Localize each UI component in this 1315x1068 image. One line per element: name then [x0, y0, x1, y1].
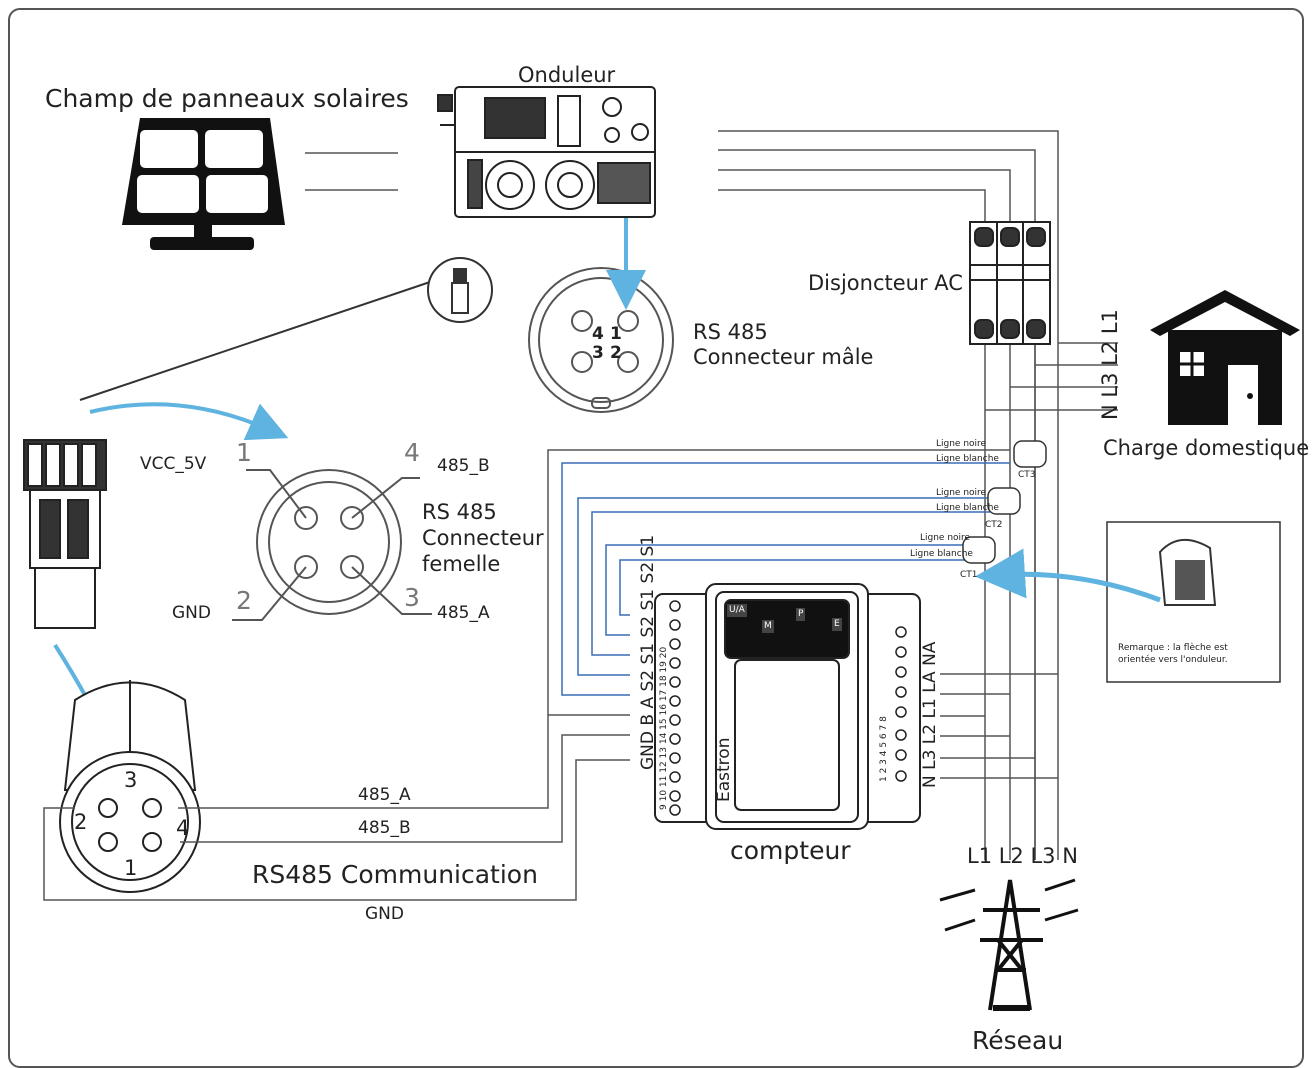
rs485-female-label-1: RS 485: [422, 500, 497, 524]
meter-left-terminal-labels: GND B A S2 S1 S2 S1 S2 S1: [638, 534, 658, 770]
meter-brand: Eastron: [714, 737, 734, 802]
meter-label: compteur: [730, 836, 851, 865]
house-cables: [985, 342, 1118, 411]
ct3-name: CT3: [1018, 470, 1036, 480]
ct-signal-wires: [561, 462, 1010, 696]
ct1-line2: Ligne blanche: [910, 549, 973, 559]
wire-gnd-label: GND: [365, 904, 404, 924]
rs485-male-label-2: Connecteur mâle: [693, 345, 874, 369]
pv-cables: [305, 152, 398, 191]
solar-field-label: Champ de panneaux solaires: [45, 84, 409, 113]
meter-terminals-left: [669, 600, 681, 816]
female-pin-1-number: 1: [236, 438, 252, 467]
meter-left-terminal-numbers: 9 10 11 12 13 14 15 16 17 18 19 20: [659, 646, 669, 810]
female-pin-2-signal: GND: [172, 603, 211, 623]
male-pin-1: 1: [610, 324, 622, 344]
ct1-line1: Ligne noire: [920, 533, 971, 543]
grid-line-labels: L1 L2 L3 N: [967, 844, 1078, 868]
note-box: [1106, 521, 1281, 683]
meter-button-e[interactable]: E: [832, 618, 842, 631]
rs485-female-connector: [232, 469, 432, 621]
rs485-male-label-1: RS 485: [693, 320, 768, 344]
solar-panel-icon: [122, 118, 285, 250]
note-line-1: Remarque : la flèche est: [1118, 643, 1228, 653]
meter-button-ua[interactable]: U/A: [727, 604, 747, 617]
house-line-labels: N L3 L2 L1: [1098, 309, 1122, 420]
ac-cables: [718, 130, 1059, 860]
male-pin-4: 4: [592, 324, 604, 344]
house-icon: [1150, 290, 1300, 425]
plug-pin-4: 4: [176, 816, 190, 840]
arrow-ct-direction: [975, 548, 1161, 603]
meter-right-terminal-numbers: 1 2 3 4 5 6 7 8: [879, 716, 889, 782]
rs485-female-label-2: Connecteur: [422, 526, 544, 550]
meter-right-terminal-labels: N L3 L2 L1 LA NA: [920, 641, 940, 788]
plug-pin-2: 2: [74, 810, 88, 834]
female-pin-4-number: 4: [404, 438, 420, 467]
female-pin-3-signal: 485_A: [437, 603, 490, 623]
meter-voltage-wires: [940, 673, 1058, 779]
household-load-label: Charge domestique: [1103, 436, 1310, 460]
male-pin-2: 2: [610, 343, 622, 363]
female-pin-1-signal: VCC_5V: [140, 454, 207, 474]
power-pylon-icon: [939, 878, 1079, 1011]
grid-label: Réseau: [972, 1026, 1064, 1055]
communication-wires: [43, 449, 1010, 901]
wire-485a-label: 485_A: [358, 785, 411, 805]
arrow-to-female: [89, 402, 289, 441]
rs485-male-connector: [528, 267, 674, 413]
female-pin-3-number: 3: [404, 583, 420, 612]
ct2-line1: Ligne noire: [936, 488, 987, 498]
plug-icon: [427, 257, 493, 323]
note-line-2: orientée vers l'onduleur.: [1118, 655, 1228, 665]
meter-terminals-right: [895, 626, 907, 782]
ac-breaker-icon: [969, 221, 1051, 345]
inverter-icon: [437, 86, 656, 218]
cable-to-plug: [79, 281, 431, 401]
ct1-name: CT1: [960, 570, 978, 580]
female-pin-4-signal: 485_B: [437, 456, 490, 476]
meter-button-p[interactable]: P: [796, 608, 806, 621]
field-connector-icon: [23, 439, 107, 629]
communication-plug-icon: [59, 680, 201, 893]
ac-breaker-label: Disjoncteur AC: [808, 271, 963, 295]
ct3-line1: Ligne noire: [936, 439, 987, 449]
female-pin-2-number: 2: [236, 586, 252, 615]
rs485-female-label-3: femelle: [422, 552, 501, 576]
ct2-line2: Ligne blanche: [936, 503, 999, 513]
inverter-label: Onduleur: [518, 63, 616, 87]
wire-485b-label: 485_B: [358, 818, 411, 838]
plug-pin-3: 3: [124, 768, 138, 792]
rs485-communication-label: RS485 Communication: [252, 860, 538, 889]
male-pin-3: 3: [592, 343, 604, 363]
ct2-name: CT2: [985, 520, 1003, 530]
meter-button-m[interactable]: M: [762, 620, 774, 633]
plug-pin-1: 1: [124, 856, 138, 880]
meter-icon: [654, 583, 921, 830]
ct3-line2: Ligne blanche: [936, 454, 999, 464]
